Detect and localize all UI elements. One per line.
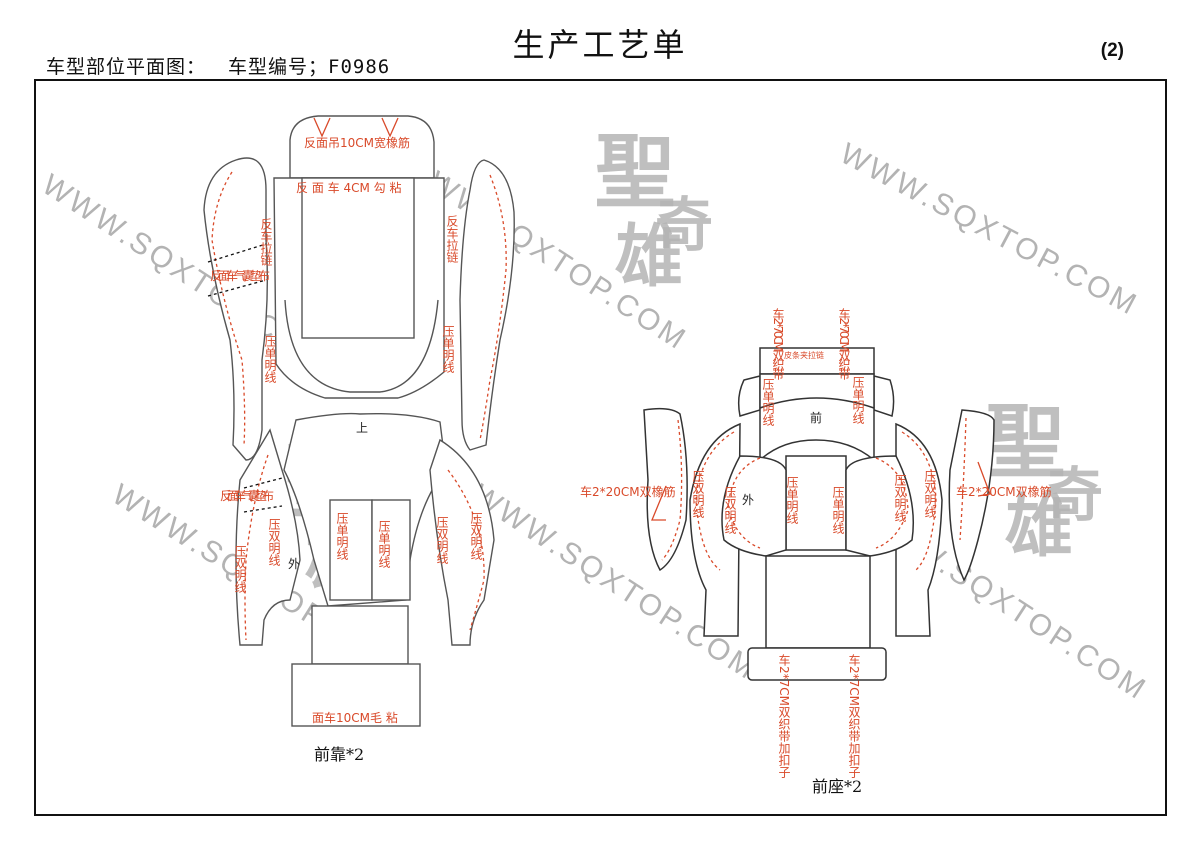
seat-left-outer-seam <box>661 419 683 561</box>
label-top-mark: 上 <box>356 421 368 435</box>
label-bottom-left-band: 车2*7CM双织带加扣子 <box>777 653 791 778</box>
seat-ear-left <box>737 375 761 417</box>
seat-upper-panel <box>759 373 875 462</box>
label-velcro: 面车10CM毛 粘 <box>312 710 398 725</box>
watermark-logo-3b: 奇 <box>1045 461 1103 529</box>
seat-ear-right <box>873 375 895 417</box>
watermark-logo-3a: 聖 <box>985 395 1065 489</box>
label-top-left-band: 车2*70CM双织带 <box>771 307 785 380</box>
top-triangle-left <box>313 117 331 138</box>
seat-piece-diagram: 车2*70CM双织带 车2*70CM双织带 皮条夹拉链 压单明线 压单明线 前 … <box>580 307 1052 796</box>
watermark-logo-3c: 雄 <box>1005 487 1073 567</box>
label-double-b: 压双明线 <box>233 545 247 593</box>
label-double-c: 压单明线 <box>335 512 349 560</box>
watermark-logo-1c: 雄 <box>615 217 683 297</box>
label-single-left: 压单明线 <box>263 335 277 383</box>
back-lower-left-wing <box>235 428 301 646</box>
seat-left-inner <box>721 455 787 557</box>
seat-right-mid <box>895 422 943 637</box>
back-top-hood <box>289 115 435 179</box>
seat-right-outer-seam <box>959 417 967 541</box>
label-airbag-cloth: 反面车气囊垫布 <box>210 268 270 283</box>
seat-right-mid-seam <box>901 431 937 571</box>
seat-elastic-left-mark <box>651 485 667 521</box>
seat-left-mid-seam <box>695 431 735 571</box>
seat-upper-arc <box>759 397 875 409</box>
label-double-a: 压双明线 <box>267 518 281 566</box>
header-info: 车型部位平面图： 车型编号；F0986 <box>46 52 390 79</box>
label-stitch-4cm: 反 面 车 4CM 勾 粘 <box>296 180 401 195</box>
top-triangle-right <box>381 117 399 138</box>
back-center-strip-right <box>371 499 411 601</box>
label-double-l1: 压双明线 <box>691 470 705 518</box>
back-left-wing-seam <box>211 171 246 446</box>
label-left-elastic: 车2*20CM双橡筋 <box>580 484 676 499</box>
back-lower-neck <box>311 605 409 665</box>
drawing-frame <box>34 79 1167 816</box>
seat-caption: 前座*2 <box>812 777 862 796</box>
model-label: 车型编号；F0986 <box>228 56 391 78</box>
label-single-tl: 压单明线 <box>761 378 775 426</box>
back-inner-arc <box>284 299 439 393</box>
page-number: (2) <box>1100 40 1124 61</box>
label-right-elastic: 车2*20CM双橡筋 <box>956 484 1052 499</box>
back-velcro-strip <box>291 663 421 727</box>
back-lower-right-wing <box>429 438 495 646</box>
seat-bottom-strip <box>747 647 887 681</box>
guide-dash-3 <box>243 477 283 489</box>
back-lower-right-seam <box>447 469 485 631</box>
back-center-strip-left <box>329 499 373 601</box>
label-single-cl: 压单明线 <box>785 476 799 524</box>
label-single-cr: 压单明线 <box>831 486 845 534</box>
back-lower-left-seam <box>244 454 269 641</box>
back-right-wing-seam <box>479 174 507 441</box>
label-double-r2: 压双明线 <box>923 470 937 518</box>
label-double-r1: 压双明线 <box>893 474 907 522</box>
back-left-wing <box>203 157 269 461</box>
label-top-elastic: 反面吊10CM宽橡筋 <box>304 135 410 150</box>
seat-front-panel <box>765 555 871 649</box>
seat-right-outer <box>948 409 995 582</box>
label-airbag-strip: 反面车气囊垫布 <box>220 488 274 503</box>
seat-top-strip <box>759 347 875 375</box>
label-single-right: 压单明线 <box>441 325 455 373</box>
label-front: 前 <box>810 410 822 425</box>
seat-center-panel <box>785 455 847 551</box>
label-zip-right: 反车拉链 <box>445 215 459 263</box>
label-outside-back: 外 <box>288 557 300 571</box>
label-zip-left: 反车拉链 <box>259 218 273 266</box>
label-outside-seat: 外 <box>742 493 754 507</box>
seat-right-inner <box>845 455 915 557</box>
guide-dash-2 <box>207 279 267 297</box>
seat-left-mid <box>689 422 741 637</box>
seat-elastic-right-mark <box>977 461 991 497</box>
guide-dash-1 <box>207 243 267 263</box>
label-single-tr: 压单明线 <box>851 376 865 424</box>
seat-left-outer <box>643 407 688 572</box>
label-bottom-right-band: 车2*7CM双织带加扣子 <box>847 653 861 778</box>
back-right-wing <box>459 159 515 451</box>
back-inner-panel <box>301 177 415 339</box>
document-title: 生产工艺单 <box>512 26 688 64</box>
watermark-url-3: WWW.SQXTOP.COM <box>835 137 1144 322</box>
label-double-e: 压双明线 <box>435 516 449 564</box>
plan-label: 车型部位平面图： <box>46 56 207 78</box>
label-double-l2: 压双明线 <box>723 486 737 534</box>
watermark-logo-1a: 聖 <box>595 125 675 219</box>
back-piece-diagram: 反面吊10CM宽橡筋 反 面 车 4CM 勾 粘 反车拉链 反车拉链 反面车气囊… <box>203 115 515 764</box>
label-double-f: 压双明线 <box>469 512 483 560</box>
guide-dash-4 <box>243 505 283 513</box>
label-top-right-band: 车2*70CM双织带 <box>837 307 851 380</box>
watermark-logo-1b: 奇 <box>655 191 713 259</box>
back-caption: 前靠*2 <box>314 745 364 764</box>
label-double-d: 压单明线 <box>377 520 391 568</box>
label-leather-strip: 皮条夹拉链 <box>784 350 824 360</box>
